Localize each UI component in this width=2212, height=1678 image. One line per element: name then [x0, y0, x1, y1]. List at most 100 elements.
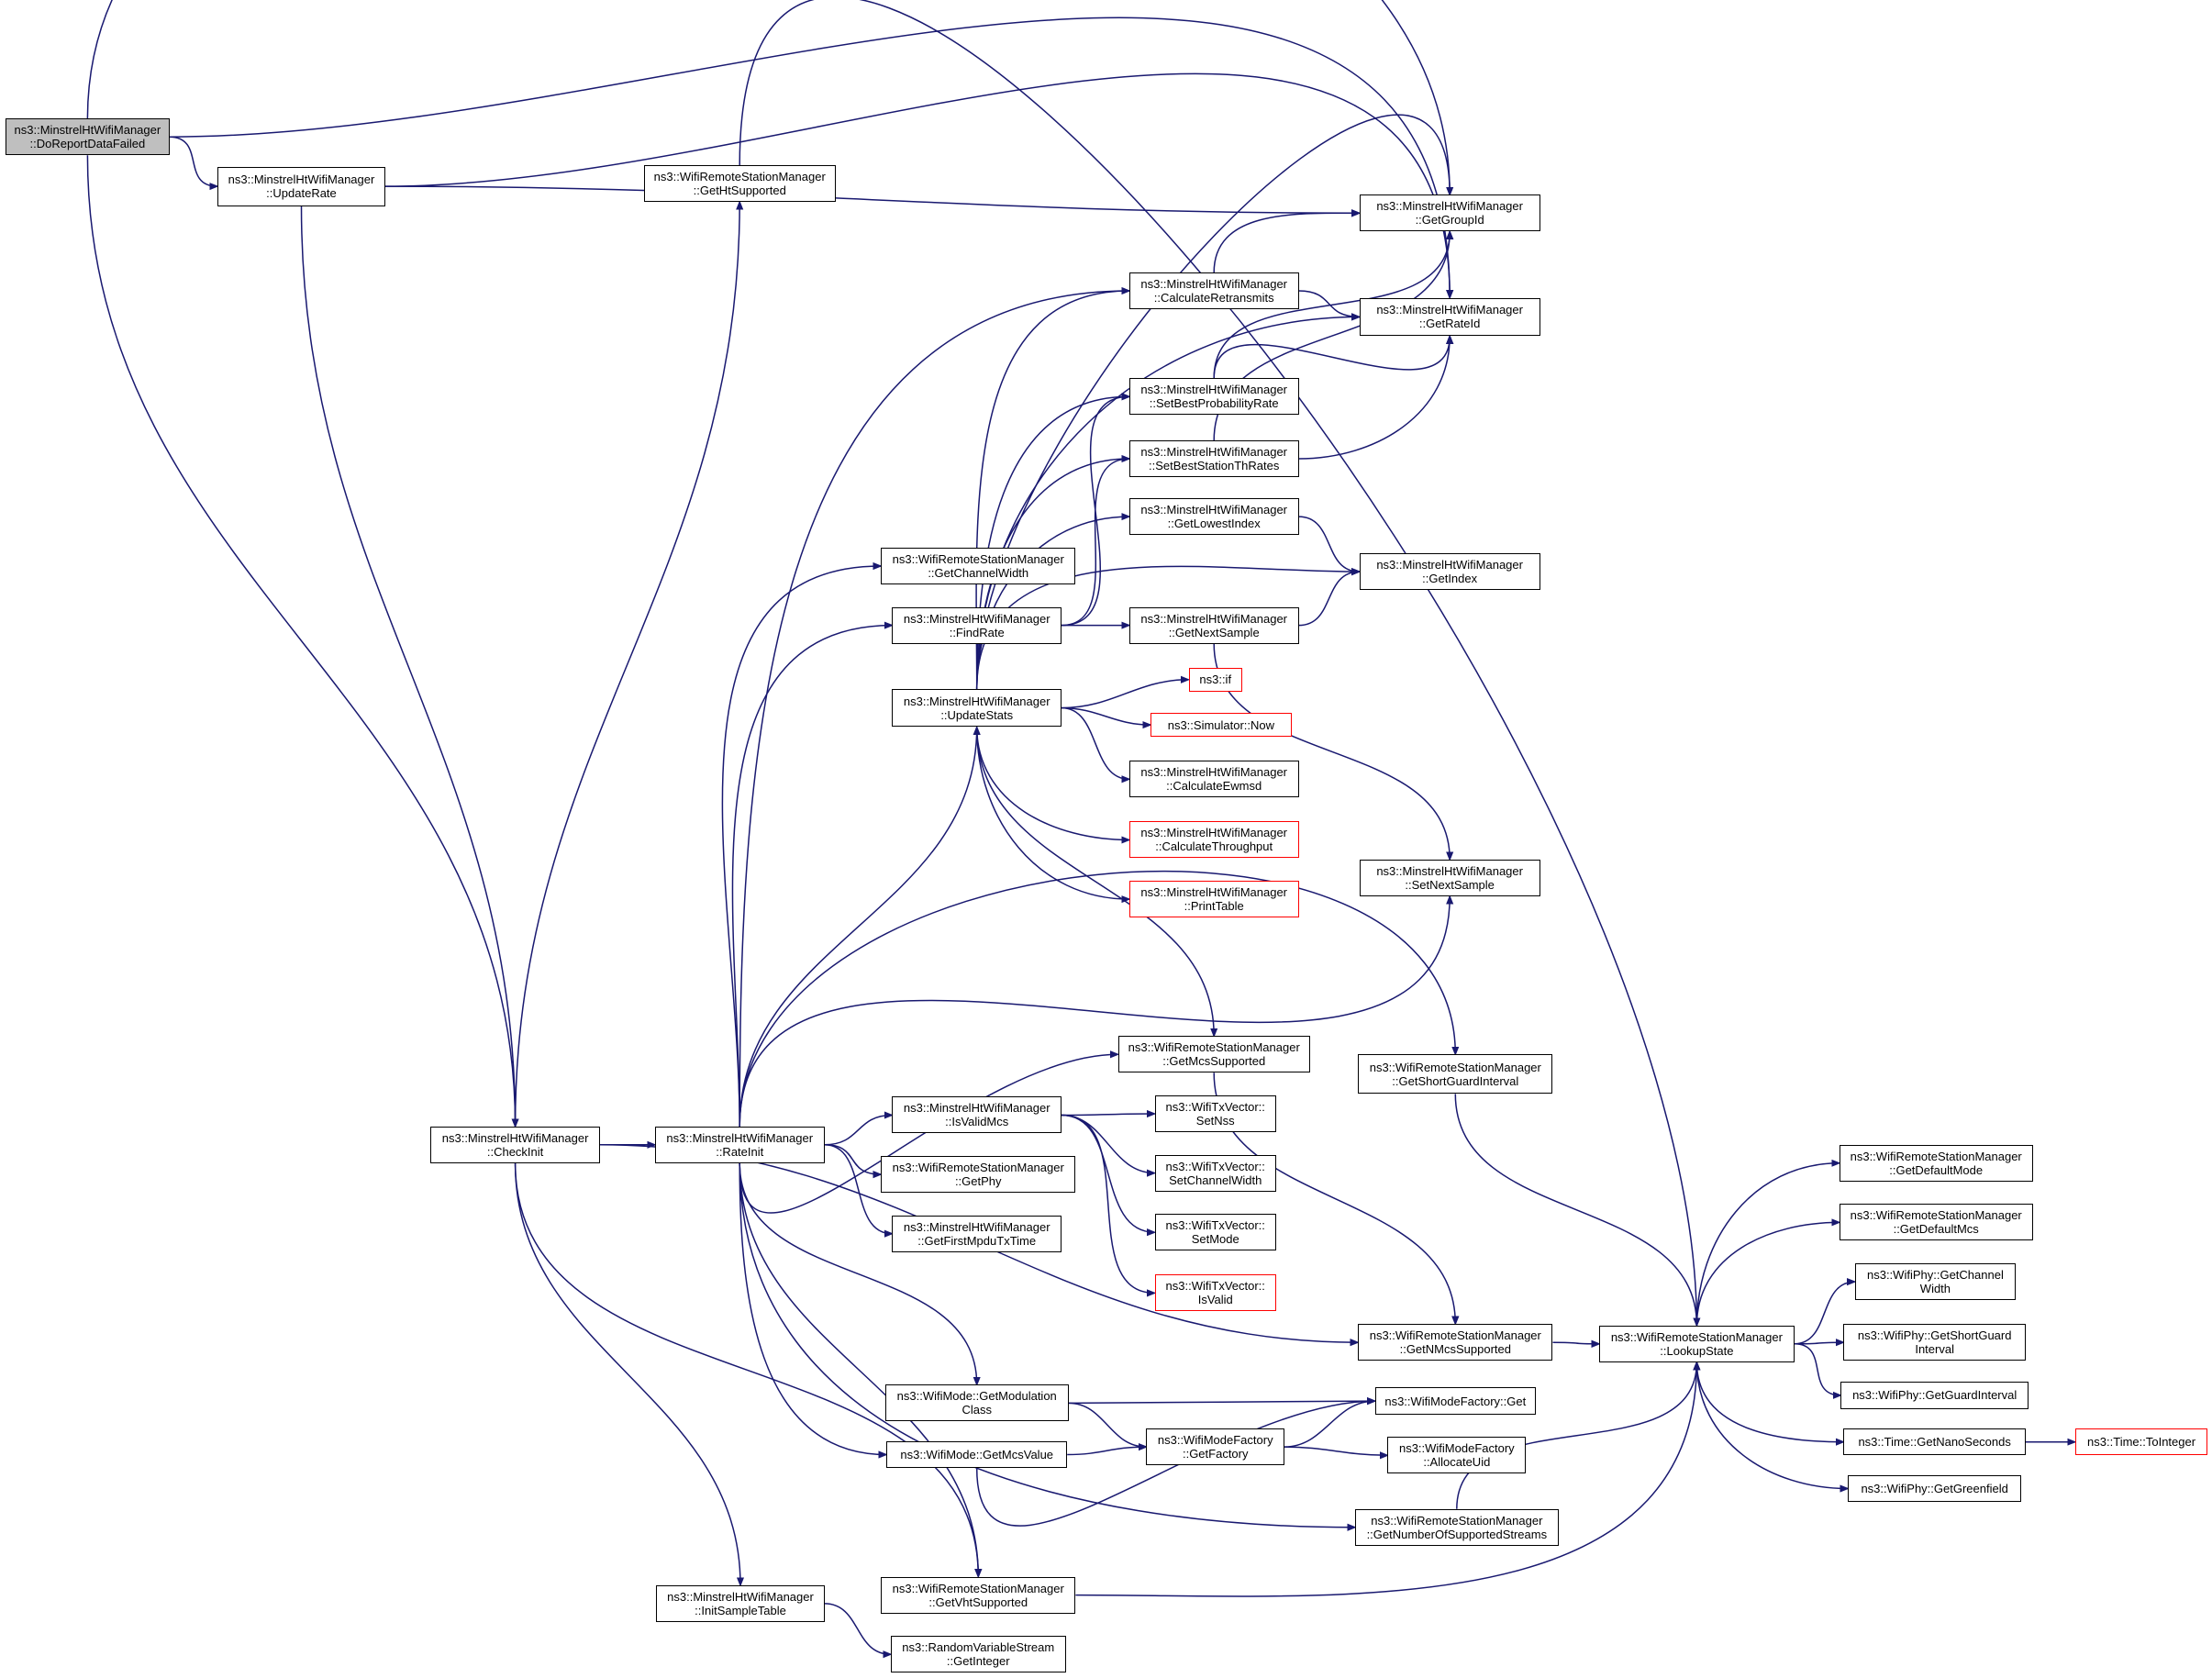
node-print-table[interactable]: ns3::MinstrelHtWifiManager::PrintTable: [1128, 881, 1299, 918]
node-label-line: ns3::Simulator::Now: [1167, 717, 1275, 732]
node-get-group-id[interactable]: ns3::MinstrelHtWifiManager::GetGroupId: [1359, 194, 1540, 232]
node-get-index[interactable]: ns3::MinstrelHtWifiManager::GetIndex: [1359, 553, 1540, 591]
node-to-integer[interactable]: ns3::Time::ToInteger: [2074, 1428, 2208, 1456]
node-update-stats[interactable]: ns3::MinstrelHtWifiManager::UpdateStats: [892, 688, 1062, 728]
call-edge: [514, 202, 740, 1127]
call-edge: [1298, 516, 1360, 572]
node-get-rate-id[interactable]: ns3::MinstrelHtWifiManager::GetRateId: [1359, 297, 1540, 337]
call-edge: [1061, 680, 1189, 709]
node-label-line: ns3::MinstrelHtWifiManager: [666, 1130, 814, 1145]
node-get-short-guard-interval[interactable]: ns3::WifiRemoteStationManager::GetShortG…: [1358, 1054, 1553, 1095]
node-label-line: ns3::MinstrelHtWifiManager: [228, 172, 375, 187]
call-edge: [739, 1162, 886, 1455]
node-calculate-throughput[interactable]: ns3::MinstrelHtWifiManager::CalculateThr…: [1128, 821, 1299, 859]
node-label-line: IsValid: [1197, 1293, 1233, 1307]
node-label-line: ::CheckInit: [486, 1144, 544, 1159]
node-calculate-retransmits[interactable]: ns3::MinstrelHtWifiManager::CalculateRet…: [1128, 272, 1299, 309]
node-allocate-uid[interactable]: ns3::WifiModeFactory::AllocateUid: [1387, 1437, 1527, 1474]
call-edge: [1552, 1342, 1600, 1344]
node-label-line: ns3::MinstrelHtWifiManager: [1376, 558, 1523, 572]
call-edge: [1454, 1094, 1696, 1325]
node-is-valid-mcs[interactable]: ns3::MinstrelHtWifiManager::IsValidMcs: [892, 1096, 1062, 1134]
node-get-ht-supported[interactable]: ns3::WifiRemoteStationManager::GetHtSupp…: [643, 165, 836, 203]
node-get-number-of-supported-streams[interactable]: ns3::WifiRemoteStationManager::GetNumber…: [1355, 1508, 1559, 1546]
node-get-n-mcs-supported[interactable]: ns3::WifiRemoteStationManager::GetNMcsSu…: [1358, 1324, 1553, 1361]
node-set-mode[interactable]: ns3::WifiTxVector::SetMode: [1154, 1214, 1276, 1251]
node-set-channel-width[interactable]: ns3::WifiTxVector::SetChannelWidth: [1154, 1154, 1276, 1192]
call-edge: [1695, 1222, 1839, 1326]
node-ns-if[interactable]: ns3::if: [1188, 667, 1242, 692]
node-label-line: ::CalculateThroughput: [1155, 839, 1273, 854]
node-label-line: ns3::WifiPhy::GetChannel: [1866, 1268, 2004, 1283]
node-get-phy[interactable]: ns3::WifiRemoteStationManager::GetPhy: [881, 1156, 1076, 1194]
node-label-line: ns3::MinstrelHtWifiManager: [1140, 765, 1288, 780]
node-label-line: ns3::MinstrelHtWifiManager: [1140, 611, 1288, 626]
call-edge: [1794, 1342, 1844, 1344]
node-label-line: ns3::MinstrelHtWifiManager: [1140, 885, 1288, 900]
node-phy-get-guard-interval[interactable]: ns3::WifiPhy::GetGuardInterval: [1840, 1382, 2029, 1409]
node-label-line: ns3::WifiRemoteStationManager: [892, 1161, 1064, 1175]
call-edge: [975, 396, 1129, 689]
node-set-nss[interactable]: ns3::WifiTxVector::SetNss: [1154, 1095, 1276, 1132]
node-rvs-get-integer[interactable]: ns3::RandomVariableStream::GetInteger: [890, 1636, 1066, 1673]
node-get-vht-supported[interactable]: ns3::WifiRemoteStationManager::GetVhtSup…: [881, 1576, 1076, 1614]
node-label-line: ::InitSampleTable: [695, 1603, 786, 1617]
node-calculate-ewmsd[interactable]: ns3::MinstrelHtWifiManager::CalculateEwm…: [1128, 761, 1299, 798]
node-label-line: ::CalculateRetransmits: [1153, 290, 1274, 305]
node-label-line: ns3::WifiRemoteStationManager: [1369, 1060, 1541, 1074]
node-label-line: ns3::WifiRemoteStationManager: [1371, 1513, 1543, 1528]
call-edge: [1061, 706, 1129, 780]
node-get-first-mpdu-tx-time[interactable]: ns3::MinstrelHtWifiManager::GetFirstMpdu…: [892, 1215, 1062, 1252]
node-check-init[interactable]: ns3::MinstrelHtWifiManager::CheckInit: [430, 1126, 600, 1163]
node-update-rate[interactable]: ns3::MinstrelHtWifiManager::UpdateRate: [217, 166, 386, 206]
node-label-line: ns3::WifiModeFactory: [1398, 1441, 1515, 1456]
node-label-line: ns3::WifiModeFactory: [1157, 1433, 1273, 1448]
node-get-factory[interactable]: ns3::WifiModeFactory::GetFactory: [1146, 1428, 1285, 1466]
node-label-line: ns3::WifiTxVector::: [1165, 1279, 1265, 1294]
call-edge: [824, 1116, 893, 1146]
node-get-lowest-index[interactable]: ns3::MinstrelHtWifiManager::GetLowestInd…: [1128, 498, 1299, 536]
node-simulator-now[interactable]: ns3::Simulator::Now: [1150, 712, 1292, 738]
call-edge: [1695, 1361, 1843, 1442]
node-label-line: ns3::Time::ToInteger: [2087, 1435, 2196, 1450]
node-rate-init[interactable]: ns3::MinstrelHtWifiManager::RateInit: [654, 1126, 825, 1163]
node-label-line: ::GetLowestIndex: [1167, 517, 1261, 531]
node-phy-get-greenfield[interactable]: ns3::WifiPhy::GetGreenfield: [1848, 1474, 2022, 1503]
node-lookup-state[interactable]: ns3::WifiRemoteStationManager::LookupSta…: [1599, 1325, 1795, 1362]
node-label-line: ::GetMcsSupported: [1162, 1054, 1266, 1069]
node-label-line: ::RateInit: [716, 1144, 764, 1159]
node-label-line: ::GetShortGuardInterval: [1392, 1073, 1519, 1088]
node-set-best-probability-rate[interactable]: ns3::MinstrelHtWifiManager::SetBestProba…: [1128, 378, 1299, 416]
node-init-sample-table[interactable]: ns3::MinstrelHtWifiManager::InitSampleTa…: [656, 1584, 825, 1622]
node-get-next-sample[interactable]: ns3::MinstrelHtWifiManager::GetNextSampl…: [1128, 606, 1299, 644]
node-label-line: ns3::MinstrelHtWifiManager: [1376, 303, 1523, 317]
call-edge: [739, 291, 1129, 1127]
node-label-line: ::GetFactory: [1182, 1447, 1249, 1461]
node-get-nano-seconds[interactable]: ns3::Time::GetNanoSeconds: [1843, 1428, 2026, 1456]
node-label-line: ns3::MinstrelHtWifiManager: [1140, 445, 1288, 460]
call-edge: [384, 185, 1360, 213]
node-set-best-station-th-rates[interactable]: ns3::MinstrelHtWifiManager::SetBestStati…: [1128, 440, 1299, 478]
node-label-line: ::AllocateUid: [1423, 1455, 1491, 1470]
node-is-valid[interactable]: ns3::WifiTxVector::IsValid: [1154, 1274, 1276, 1312]
call-edge: [739, 1162, 976, 1385]
node-factory-get[interactable]: ns3::WifiModeFactory::Get: [1374, 1387, 1536, 1415]
node-get-channel-width[interactable]: ns3::WifiRemoteStationManager::GetChanne…: [881, 547, 1076, 584]
node-set-next-sample[interactable]: ns3::MinstrelHtWifiManager::SetNextSampl…: [1359, 860, 1540, 896]
node-label-line: ::GetVhtSupported: [928, 1595, 1028, 1609]
node-get-mcs-value[interactable]: ns3::WifiMode::GetMcsValue: [886, 1440, 1068, 1469]
node-find-rate[interactable]: ns3::MinstrelHtWifiManager::FindRate: [892, 606, 1062, 644]
node-get-default-mcs[interactable]: ns3::WifiRemoteStationManager::GetDefaul…: [1839, 1204, 2033, 1241]
node-label-line: SetNss: [1195, 1113, 1235, 1128]
node-label-line: ns3::WifiPhy::GetShortGuard: [1857, 1328, 2012, 1343]
node-label-line: ::SetBestProbabilityRate: [1149, 396, 1279, 411]
node-get-default-mode[interactable]: ns3::WifiRemoteStationManager::GetDefaul…: [1839, 1144, 2033, 1182]
node-do-report-data-failed: ns3::MinstrelHtWifiManager::DoReportData…: [6, 118, 170, 156]
call-edge: [384, 72, 1450, 297]
node-get-mcs-supported[interactable]: ns3::WifiRemoteStationManager::GetMcsSup…: [1117, 1036, 1310, 1073]
call-edge: [514, 1162, 979, 1577]
